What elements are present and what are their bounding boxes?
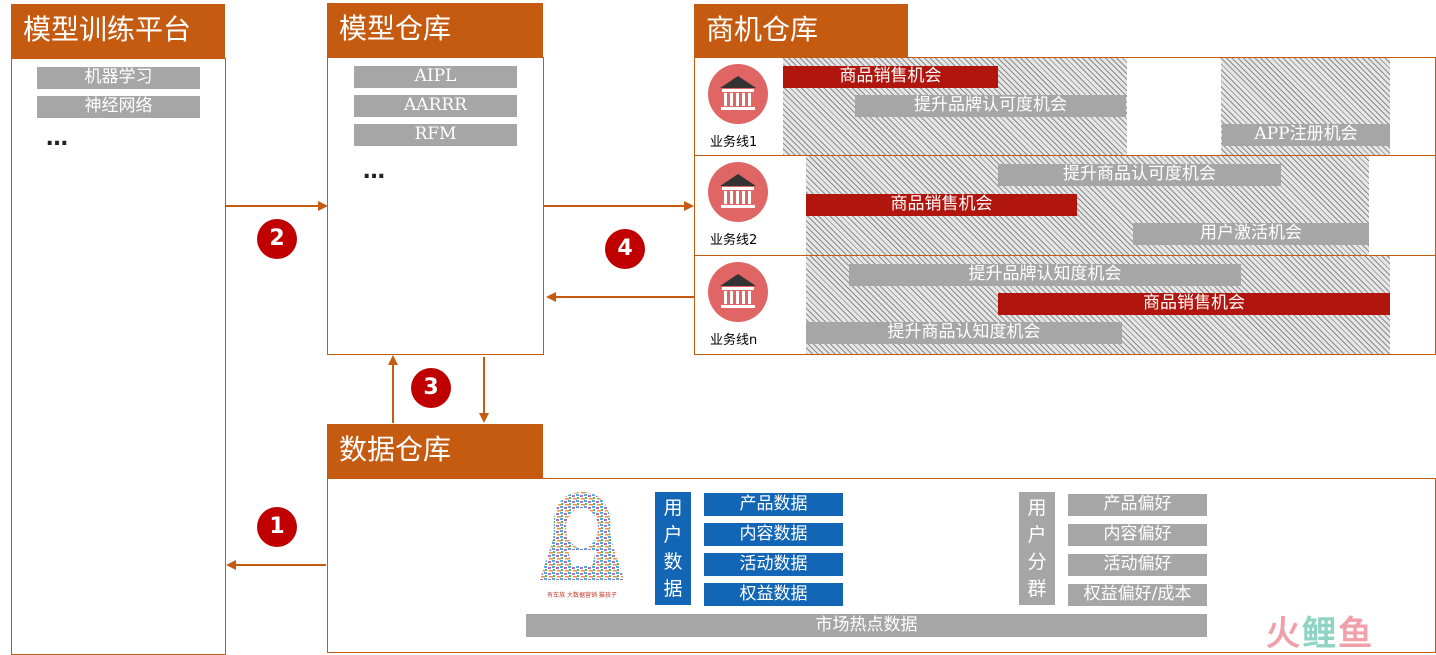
user-data-label: 用户数据 (655, 492, 691, 605)
bank-icon (707, 161, 769, 227)
portrait-caption: 有车族 大数据营销 猫孩子 (547, 592, 617, 599)
segment-activity-pref: 活动偏好 (1068, 554, 1207, 576)
line2-gray-opportunity-2: 用户激活机会 (1133, 223, 1369, 245)
bank-icon (707, 63, 769, 129)
line2-red-opportunity: 商品销售机会 (806, 194, 1077, 216)
training-item-ml: 机器学习 (37, 67, 200, 89)
bank-icon (707, 261, 769, 327)
line1-gray-opportunity-1: 提升品牌认可度机会 (855, 95, 1126, 117)
user-data-product: 产品数据 (704, 493, 843, 516)
line1-red-opportunity: 商品销售机会 (783, 66, 998, 88)
business-line-2-label: 业务线2 (710, 233, 758, 248)
opportunity-repo-title: 商机仓库 (694, 4, 908, 58)
step-4-badge: 4 (605, 229, 645, 269)
brand-char-2: 鲤 (1302, 614, 1338, 654)
brand-watermark: 火鲤鱼 (1266, 606, 1374, 655)
line2-gray-opportunity-1: 提升商品认可度机会 (998, 164, 1281, 186)
training-item-nn: 神经网络 (37, 96, 200, 118)
data-repo-title: 数据仓库 (327, 424, 543, 479)
user-portrait-icon: 有车族 大数据营销 猫孩子 (532, 488, 632, 600)
user-data-rights: 权益数据 (704, 583, 843, 606)
training-more: … (46, 126, 69, 151)
model-more: … (363, 159, 386, 184)
step-2-badge: 2 (257, 219, 297, 259)
model-item-aarrr: AARRR (354, 95, 517, 117)
training-platform-panel (11, 58, 226, 655)
business-line-1-label: 业务线1 (710, 135, 758, 150)
linen-gray-opportunity-2: 提升商品认知度机会 (806, 322, 1122, 344)
step-3-badge: 3 (411, 368, 451, 408)
model-item-aipl: AIPL (354, 66, 517, 88)
step-1-badge: 1 (257, 507, 297, 547)
segment-content-pref: 内容偏好 (1068, 524, 1207, 546)
user-data-content: 内容数据 (704, 523, 843, 546)
business-line-n-label: 业务线n (710, 333, 758, 348)
segment-rights-pref: 权益偏好/成本 (1068, 584, 1207, 606)
line1-gray-opportunity-2: APP注册机会 (1222, 124, 1390, 146)
training-platform-title: 模型训练平台 (11, 4, 225, 59)
segment-product-pref: 产品偏好 (1068, 494, 1207, 516)
user-segment-label: 用户分群 (1019, 492, 1055, 605)
model-repo-title: 模型仓库 (327, 3, 543, 58)
market-hot-data-bar: 市场热点数据 (526, 614, 1207, 637)
user-data-activity: 活动数据 (704, 553, 843, 576)
linen-red-opportunity: 商品销售机会 (998, 293, 1390, 315)
model-item-rfm: RFM (354, 124, 517, 146)
linen-gray-opportunity-1: 提升品牌认知度机会 (849, 264, 1241, 286)
brand-char-3: 鱼 (1338, 614, 1374, 654)
brand-char-1: 火 (1266, 614, 1302, 654)
